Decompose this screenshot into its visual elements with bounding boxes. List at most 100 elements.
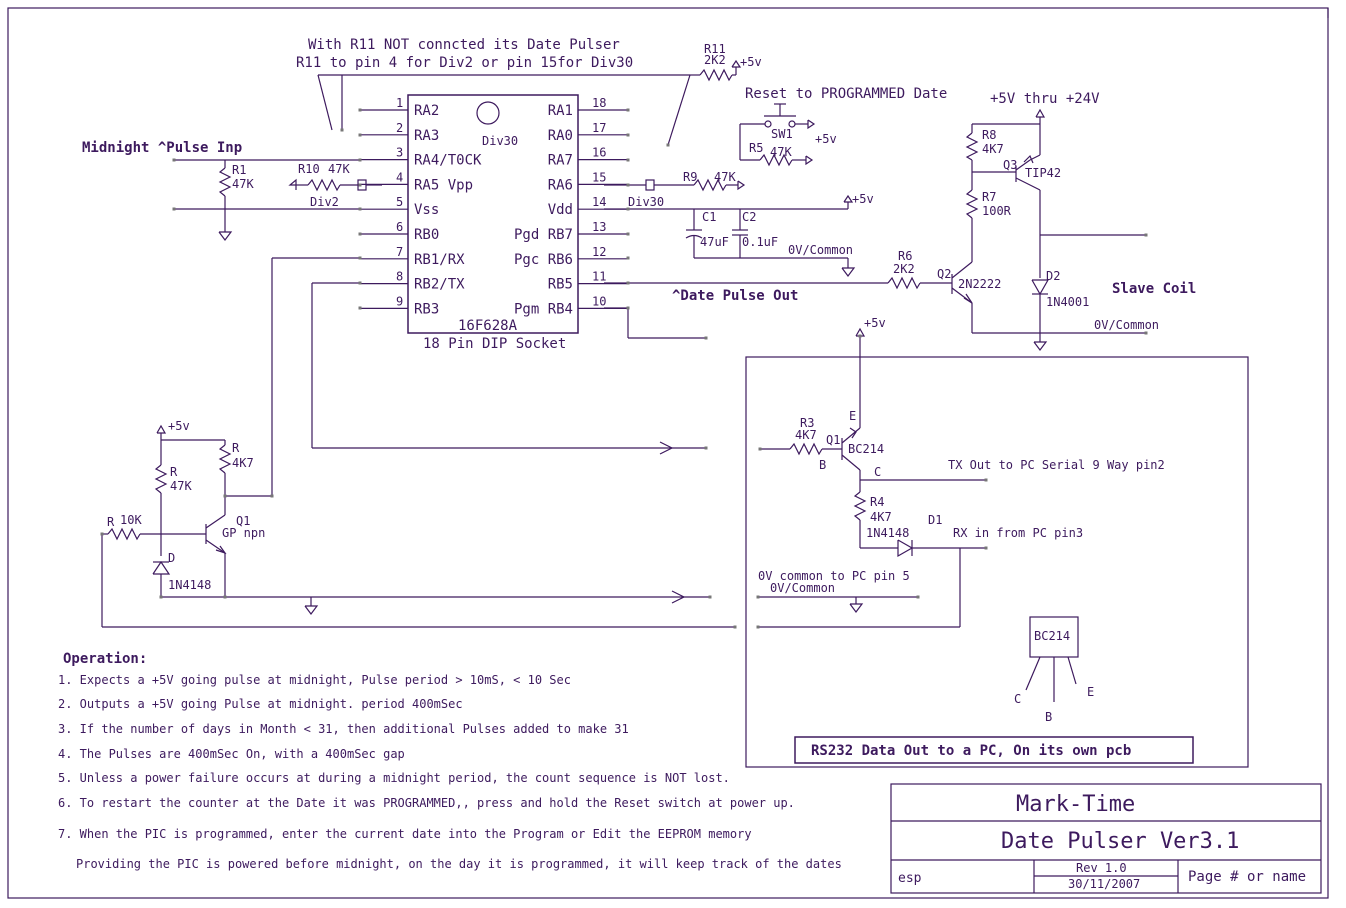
wire-end-dot [916,595,920,599]
common-pc-label-2: 0V/Common [770,581,835,595]
output-driver [604,108,1146,351]
vdd-caps [604,194,856,277]
supply-range-label: +5V thru +24V [990,91,1100,107]
wire-end-dot [358,207,362,211]
ic-pin-label: RA4/T0CK [414,153,482,169]
rs232-board-label: RS232 Data Out to a PC, On its own pcb [811,743,1131,759]
r11-note-line2: R11 to pin 4 for Div2 or pin 15for Div30 [296,55,633,71]
wire-end-dot [626,256,630,260]
wire-end-dot [708,595,712,599]
operation-item: 2. Outputs a +5V going Pulse at midnight… [58,697,463,711]
c2-ref: C2 [742,210,756,224]
wire-end-dot [984,478,988,482]
tx-out-label: TX Out to PC Serial 9 Way pin2 [948,458,1165,472]
ic-pin-label: RA6 [548,177,573,193]
operation-item: 7. When the PIC is programmed, enter the… [58,827,752,841]
wire-end-dot [1144,233,1148,237]
r3-value: 4K7 [795,428,817,442]
ic-pin-number: 2 [396,121,403,135]
input-supply-label: +5v [168,419,190,433]
r4-ref: R4 [870,495,884,509]
r7-ref: R7 [982,190,996,204]
ic-pin-number: 13 [592,220,606,234]
rs232-board [745,327,1249,768]
ic-pin-number: 9 [396,294,403,308]
wire-end-dot [223,494,227,498]
vdd-supply: +5v [852,192,874,206]
wire-end-dot [626,158,630,162]
ra6-r9-wiring [604,178,746,192]
ic-pin-number: 1 [396,96,403,110]
wire-end-dot [733,625,737,629]
wire-end-dot [626,232,630,236]
r6-ref: R6 [898,249,912,263]
operation-item: 3. If the number of days in Month < 31, … [58,722,629,736]
ic-pin-label: RA7 [548,153,573,169]
ic-pin-label: Vss [414,202,439,218]
reset-note: Reset to PROGRAMMED Date [745,86,947,102]
r5-value: 47K [770,145,792,159]
input-transistor-circuit [101,257,735,628]
sw1-supply: +5v [815,132,837,146]
wire-end-dot [626,133,630,137]
r11-ref: R11 [704,42,726,56]
ic-pin-number: 8 [396,270,403,284]
ic-pin-number: 4 [396,170,403,184]
wire-end-dot [100,532,104,536]
wire-end-dot [858,334,862,338]
ic-pin-number: 11 [592,270,606,284]
c1-ref: C1 [702,210,716,224]
q3-ref: Q3 [1003,158,1017,172]
author: esp [898,871,922,886]
operation-item: 1. Expects a +5V going pulse at midnight… [58,673,571,687]
common-pc-label: 0V common to PC pin 5 [758,569,910,583]
r-in-ref: R [107,515,115,529]
package-pin-b: B [1045,710,1052,724]
common-label-2: 0V/Common [1094,318,1159,332]
package-pin-e: E [1087,685,1094,699]
operation-item: 6. To restart the counter at the Date it… [58,796,795,810]
r7-value: 100R [982,204,1012,218]
q1-in-ref: Q1 [236,514,250,528]
common-label-1: 0V/Common [788,243,853,257]
r3-ref: R3 [800,416,814,430]
wire-end-dot [756,595,760,599]
wire-end-dot [626,281,630,285]
ic-pin-label: RB3 [414,301,439,317]
ic-pin-label: RB2/TX [414,277,465,293]
q1-pin-b: B [819,458,826,472]
div30-label: Div30 [628,195,664,209]
input-wiring [174,159,382,241]
drawing-date: 30/11/2007 [1068,877,1140,891]
package-pin-c: C [1014,692,1021,706]
ic-pin-label: RB0 [414,227,439,243]
wire-end-dot [358,232,362,236]
wire-end-dot [704,336,708,340]
wire-end-dot [223,595,227,599]
ic-pin-label: Pgd RB7 [514,227,573,243]
r-bias-value: 47K [170,479,192,493]
r-top-ref: R [232,441,240,455]
ic-pin-label: Pgc RB6 [514,252,573,268]
wire-end-dot [340,128,344,132]
r9-value: 47K [714,170,736,184]
q1-type: BC214 [848,442,884,456]
ic-pin-number: 10 [592,294,606,308]
operation-heading: Operation: [63,651,147,667]
wire-end-dot [270,494,274,498]
rx-in-label: RX in from PC pin3 [953,526,1083,540]
q2-type: 2N2222 [958,277,1001,291]
ic-pin-number: 18 [592,96,606,110]
q1-pin-c: C [874,465,881,479]
d1-ref: D1 [928,513,942,527]
ic-pin-number: 15 [592,170,606,184]
wire-end-dot [358,306,362,310]
reset-switch-sw1 [739,103,816,160]
wire-end-dot [666,143,670,147]
drawing-title: Date Pulser Ver3.1 [1001,829,1239,854]
wire-end-dot [626,108,630,112]
ic-body [407,94,579,334]
r-in-value: 10K [120,513,142,527]
